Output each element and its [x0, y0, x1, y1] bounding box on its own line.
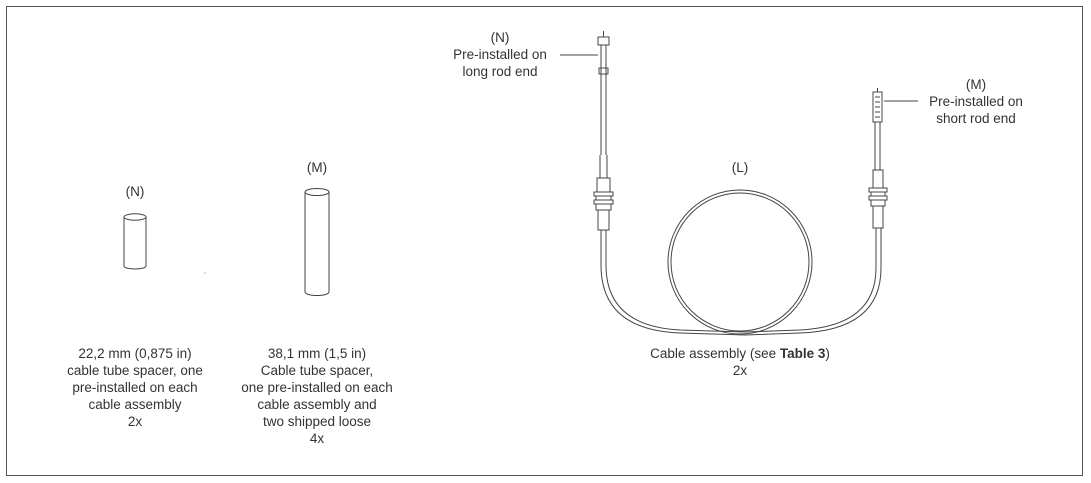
- long-spacer-caption-line-3: one pre-installed on each: [241, 380, 393, 395]
- short-spacer-caption-line-1: 22,2 mm (0,875 in): [78, 346, 192, 361]
- short-spacer-caption-line-5: 2x: [127, 414, 143, 429]
- cable-caption-line-1: Cable assembly (see Table 3): [650, 345, 830, 362]
- short-spacer-caption-line-3: pre-installed on each: [72, 380, 198, 395]
- cable-caption-close: ): [825, 346, 830, 361]
- short-spacer-caption: 22,2 mm (0,875 in) cable tube spacer, on…: [67, 345, 203, 430]
- cable-caption-count: 2x: [732, 363, 748, 378]
- long-spacer-caption-line-2: Cable tube spacer,: [260, 363, 374, 378]
- cable-caption: Cable assembly (see Table 3) 2x: [650, 345, 830, 379]
- short-spacer-caption-line-4: cable assembly: [88, 397, 182, 412]
- short-spacer-caption-line-2: cable tube spacer, one: [67, 363, 203, 378]
- short-rod-callout-line-1: Pre-installed on: [929, 94, 1023, 109]
- long-spacer-caption-line-1: 38,1 mm (1,5 in): [267, 346, 367, 361]
- long-rod-callout-line-1: Pre-installed on: [453, 47, 547, 62]
- cable-assembly-illustration: [593, 31, 888, 336]
- short-rod-callout: (M) Pre-installed on short rod end: [929, 76, 1023, 127]
- long-spacer-caption: 38,1 mm (1,5 in) Cable tube spacer, one …: [241, 345, 393, 447]
- cable-caption-text: Cable assembly (see: [650, 346, 780, 361]
- long-rod-callout-tag: (N): [490, 30, 510, 45]
- short-rod-callout-line-2: short rod end: [936, 111, 1016, 126]
- long-spacer-illustration: [304, 188, 330, 296]
- short-spacer-tag: (N): [125, 184, 145, 199]
- table-3-reference: Table 3: [779, 346, 826, 361]
- long-spacer-tag: (M): [306, 160, 328, 175]
- figure-frame: [6, 6, 1083, 476]
- short-rod-callout-tag: (M): [965, 77, 987, 92]
- long-rod-callout-line-2: long rod end: [462, 64, 538, 79]
- long-spacer-caption-line-5: two shipped loose: [262, 414, 372, 429]
- long-spacer-caption-line-6: 4x: [309, 431, 325, 446]
- cable-tag: (L): [731, 160, 749, 175]
- long-spacer-caption-line-4: cable assembly and: [257, 397, 377, 412]
- long-rod-callout: (N) Pre-installed on long rod end: [453, 29, 547, 80]
- short-spacer-illustration: [123, 213, 147, 270]
